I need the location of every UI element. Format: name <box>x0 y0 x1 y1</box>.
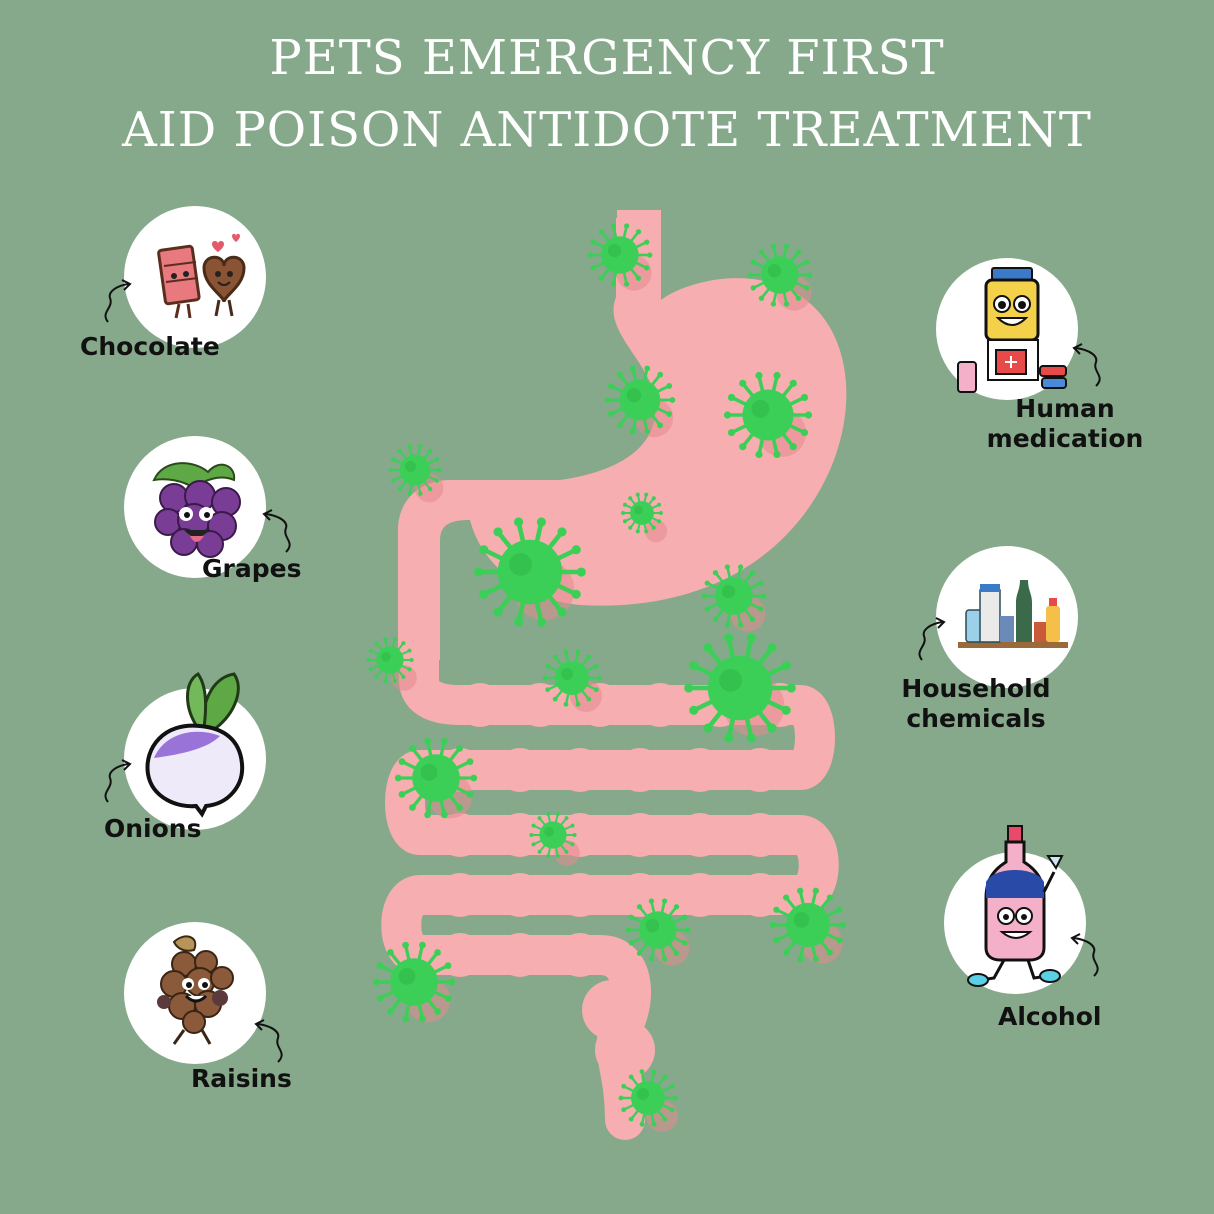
raisins-circle <box>124 922 266 1064</box>
germ <box>394 737 478 819</box>
onion-circle <box>124 672 266 830</box>
onion-icon <box>145 672 245 818</box>
germ <box>723 371 813 459</box>
germ <box>684 633 796 743</box>
germ <box>542 649 602 712</box>
germ <box>587 223 653 291</box>
germ <box>529 811 580 866</box>
germ <box>747 243 813 311</box>
human-medication-label-line-2: medication <box>986 424 1144 453</box>
chocolate-icon <box>157 233 246 319</box>
chemicals-circle <box>936 546 1078 688</box>
germ <box>474 517 586 627</box>
medication-icon <box>957 267 1067 393</box>
curved-arrow-icon <box>104 279 132 323</box>
germ <box>769 887 847 964</box>
raisins-icon <box>157 935 234 1045</box>
alcohol-circle <box>944 825 1086 994</box>
curved-arrow-icon <box>262 509 291 553</box>
germ <box>701 564 767 632</box>
germ <box>604 365 676 438</box>
germ <box>372 941 456 1023</box>
grapes-circle <box>124 436 266 578</box>
curved-arrow-icon <box>104 759 132 803</box>
title-line-1: PETS EMERGENCY FIRST <box>269 30 945 86</box>
germ <box>621 492 668 543</box>
human-medication-label-line-1: Human <box>1015 394 1115 423</box>
household-chemicals-label: Household chemicals <box>876 674 1076 734</box>
chocolate-circle <box>124 206 266 348</box>
household-chemicals-label-line-1: Household <box>901 674 1051 703</box>
germ <box>366 636 417 691</box>
alcohol-label: Alcohol <box>998 1002 1102 1031</box>
chemicals-icon <box>958 580 1068 648</box>
curved-arrow-icon <box>1070 933 1099 977</box>
title-line-2: AID POISON ANTIDOTE TREATMENT <box>122 102 1092 158</box>
germs <box>366 223 847 1132</box>
grapes-label: Grapes <box>202 554 302 583</box>
medication-circle <box>936 258 1078 400</box>
curved-arrow-icon <box>918 617 946 661</box>
germ <box>388 444 444 503</box>
grapes-icon <box>152 462 241 558</box>
raisins-label: Raisins <box>191 1064 292 1093</box>
curved-arrow-icon <box>254 1019 283 1063</box>
chocolate-label: Chocolate <box>80 332 220 361</box>
curved-arrow-icon <box>1072 343 1101 387</box>
germ <box>625 898 691 966</box>
alcohol-icon <box>967 825 1064 987</box>
onions-label: Onions <box>104 814 202 843</box>
human-medication-label: Human medication <box>960 394 1170 454</box>
household-chemicals-label-line-2: chemicals <box>906 704 1046 733</box>
germ <box>618 1069 678 1132</box>
